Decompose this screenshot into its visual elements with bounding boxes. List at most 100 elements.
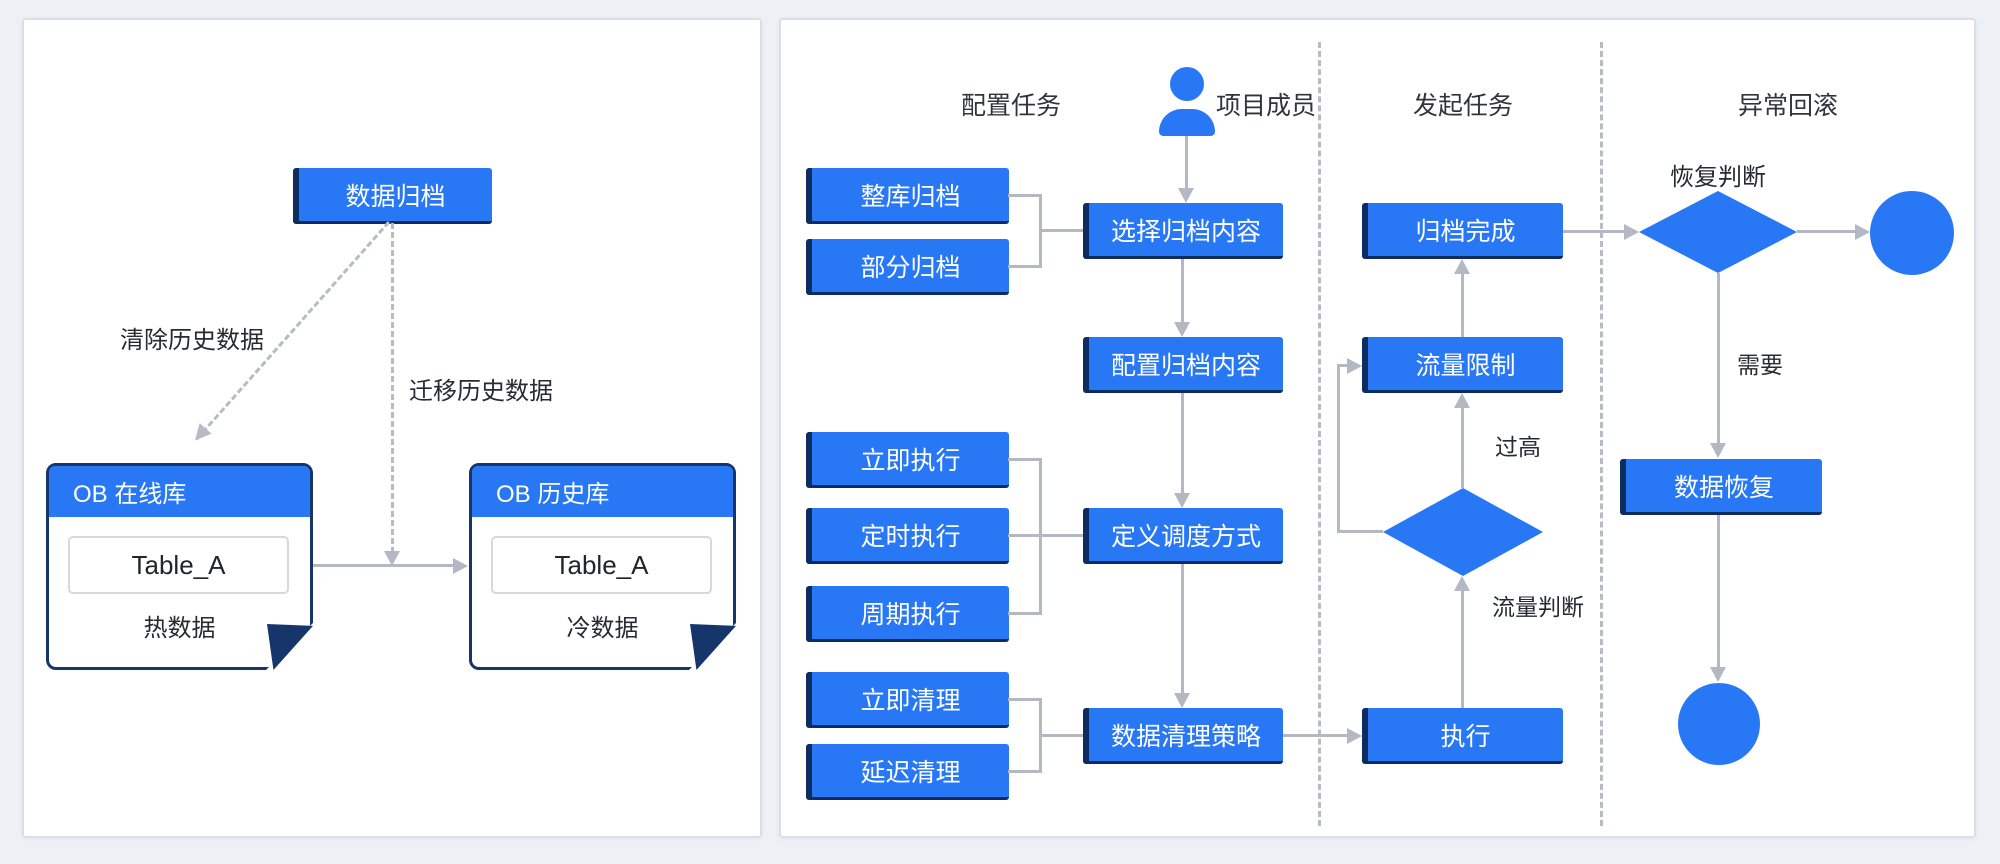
node-define-schedule: 定义调度方式	[1083, 508, 1283, 564]
node-label: 立即清理	[860, 686, 961, 715]
ob-history-card: OB 历史库 Table_A 冷数据	[469, 463, 736, 670]
edge-recover-to-end	[1717, 515, 1720, 669]
edge-bracket	[1008, 698, 1040, 701]
node-data-recover: 数据恢复	[1620, 459, 1822, 515]
node-label: 定时执行	[860, 522, 961, 551]
card-title: OB 在线库	[73, 481, 187, 508]
arrowhead-icon	[1454, 259, 1470, 274]
node-partial-archive: 部分归档	[806, 239, 1009, 295]
card-title: OB 历史库	[496, 481, 610, 508]
edge-execute-to-judge	[1461, 590, 1464, 708]
node-run-periodic: 周期执行	[806, 586, 1009, 642]
arrowhead-icon	[1624, 224, 1639, 240]
ob-online-card: OB 在线库 Table_A 热数据	[46, 463, 313, 670]
edge-judge-loop	[1337, 364, 1340, 533]
node-label: 整库归档	[860, 182, 961, 211]
card-title-bar: OB 历史库	[472, 466, 733, 517]
edge-label-flow-judge: 流量判断	[1492, 594, 1584, 620]
edge-done-to-judge	[1563, 230, 1625, 233]
cold-data-label: 冷数据	[566, 615, 639, 642]
node-run-scheduled: 定时执行	[806, 508, 1009, 564]
arrowhead-icon	[1174, 322, 1190, 337]
node-label: 配置归档内容	[1110, 351, 1261, 380]
edge-strategy-to-execute	[1283, 734, 1347, 737]
hot-data-label: 热数据	[143, 615, 216, 642]
node-label: 选择归档内容	[1110, 217, 1261, 246]
edge-limit-to-done	[1461, 273, 1464, 337]
table-a-box: Table_A	[491, 536, 712, 594]
node-label: 立即执行	[860, 446, 961, 475]
edge-online-to-history	[313, 564, 453, 567]
lane-separator	[1600, 42, 1603, 826]
edge-bracket	[1039, 534, 1083, 537]
lane-separator	[1318, 42, 1321, 826]
edge-label-recover-judge: 恢复判断	[1670, 164, 1766, 191]
node-execute: 执行	[1362, 708, 1563, 764]
node-clean-strategy: 数据清理策略	[1083, 708, 1283, 764]
arrowhead-icon	[1174, 493, 1190, 508]
edge-label-too-high: 过高	[1495, 434, 1541, 460]
node-label: 数据归档	[345, 182, 446, 211]
node-label: 部分归档	[860, 253, 961, 282]
edge-configure-to-schedule	[1181, 393, 1184, 495]
edge-bracket	[1008, 265, 1040, 268]
node-configure-archive-content: 配置归档内容	[1083, 337, 1283, 393]
edge-label-clear-history: 清除历史数据	[120, 327, 264, 354]
node-label: 归档完成	[1415, 217, 1516, 246]
node-archive-done: 归档完成	[1362, 203, 1563, 259]
node-label: 流量限制	[1415, 351, 1516, 380]
arrowhead-icon	[1710, 443, 1726, 458]
lane-title-rollback: 异常回滚	[1737, 92, 1839, 120]
edge-bracket	[1039, 734, 1083, 737]
node-run-now: 立即执行	[806, 432, 1009, 488]
edge-judge-loop	[1338, 530, 1383, 533]
node-clean-delayed: 延迟清理	[806, 744, 1009, 800]
node-clean-now: 立即清理	[806, 672, 1009, 728]
card-title-bar: OB 在线库	[49, 466, 310, 517]
arrowhead-icon	[1710, 667, 1726, 682]
edge-bracket	[1008, 194, 1040, 197]
lane-title-configure: 配置任务	[960, 92, 1062, 120]
edge-migrate-history-dashed	[391, 223, 394, 553]
edge-user-to-select	[1185, 136, 1188, 190]
arrowhead-icon	[1178, 188, 1194, 203]
node-full-archive: 整库归档	[806, 168, 1009, 224]
end-node	[1678, 683, 1760, 765]
edge-label-need: 需要	[1737, 352, 1783, 378]
node-label: 延迟清理	[860, 758, 961, 787]
edge-select-to-configure	[1181, 259, 1184, 324]
lane-title-member: 项目成员	[1215, 92, 1317, 120]
user-icon	[1159, 109, 1215, 136]
arrowhead-icon	[1454, 576, 1470, 591]
edge-bracket	[1008, 534, 1040, 537]
arrowhead-icon	[1855, 224, 1870, 240]
edge-bracket	[1008, 612, 1040, 615]
edge-schedule-to-strategy	[1181, 564, 1184, 694]
edge-judge-to-limit	[1461, 407, 1464, 488]
edge-judge-loop	[1337, 364, 1349, 367]
arrowhead-icon	[384, 551, 400, 566]
node-label: 数据恢复	[1673, 473, 1774, 502]
node-label: 周期执行	[860, 600, 961, 629]
arrowhead-icon	[453, 558, 468, 574]
edge-bracket	[1008, 770, 1040, 773]
arrowhead-icon	[1347, 358, 1362, 374]
edge-judge-to-end	[1797, 230, 1856, 233]
node-label: 定义调度方式	[1110, 522, 1261, 551]
node-select-archive-content: 选择归档内容	[1083, 203, 1283, 259]
user-icon	[1170, 67, 1204, 101]
node-data-archive: 数据归档	[293, 168, 492, 224]
edge-judge-to-recover	[1717, 273, 1720, 445]
lane-title-launch: 发起任务	[1412, 92, 1514, 120]
arrowhead-icon	[1454, 393, 1470, 408]
node-label: 执行	[1440, 722, 1491, 751]
edge-label-migrate-history: 迁移历史数据	[409, 378, 553, 405]
edge-bracket	[1039, 229, 1083, 232]
arrowhead-icon	[1174, 693, 1190, 708]
table-a-box: Table_A	[68, 536, 289, 594]
node-traffic-limit: 流量限制	[1362, 337, 1563, 393]
end-node	[1870, 191, 1954, 275]
arrowhead-icon	[1347, 728, 1362, 744]
edge-bracket	[1008, 458, 1040, 461]
